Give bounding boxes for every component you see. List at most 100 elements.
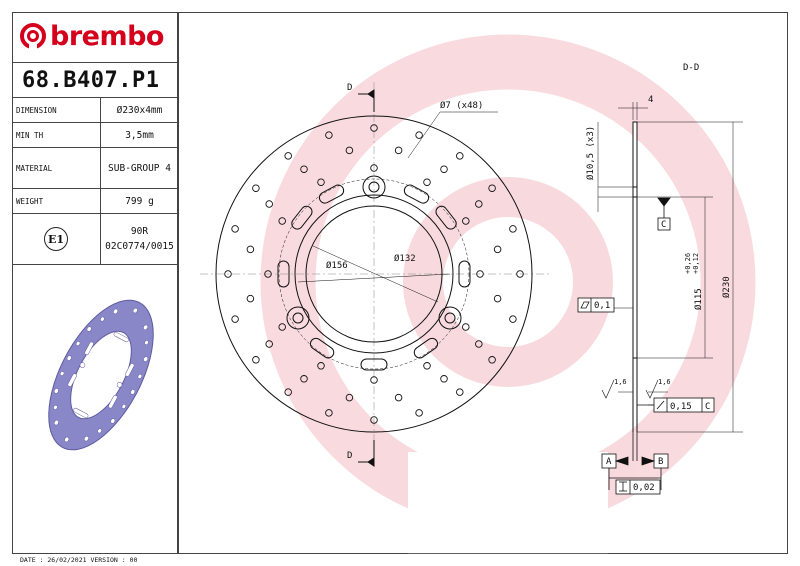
vent-hole (440, 165, 448, 173)
vent-hole (462, 217, 470, 225)
vent-hole (488, 184, 496, 192)
vent-hole (370, 376, 378, 384)
spec-row: MIN TH 3,5mm (12, 122, 178, 148)
certification-row: E1 90R 02C0774/0015 (12, 213, 178, 265)
roughness-value-2: 1,6 (658, 378, 671, 386)
vent-hole (516, 270, 524, 278)
vent-hole (278, 323, 286, 331)
roughness-value-1: 1,6 (614, 378, 627, 386)
vent-hole (224, 270, 232, 278)
vent-hole (476, 270, 484, 278)
runout-reference: C (705, 402, 710, 412)
label-holes: Ø7 (x48) (440, 100, 483, 111)
spec-value: 3,5mm (100, 122, 178, 148)
vent-hole (415, 409, 423, 417)
spec-value: SUB-GROUP 4 (100, 147, 178, 189)
watermark-logo (260, 34, 756, 554)
vent-hole (488, 356, 496, 364)
section-mark-bottom: D (347, 451, 352, 461)
vent-hole (475, 200, 483, 208)
section-mark-top: D (347, 83, 352, 93)
vent-hole (252, 184, 260, 192)
disc-section-view (632, 121, 638, 432)
technical-drawing: Ø7 (x48) Ø156 Ø132 D D D-D (200, 34, 756, 554)
part-number: 68.B407.P1 (12, 62, 178, 98)
vent-hole (231, 225, 239, 233)
vent-hole (317, 178, 325, 186)
title-block (12, 12, 178, 554)
vent-hole (475, 340, 483, 348)
section-marks (358, 89, 375, 467)
drawing-frame (178, 12, 788, 554)
disc-3d-thumbnail (48, 299, 154, 451)
spec-row: WEIGHT 799 g (12, 188, 178, 214)
vent-hole (284, 388, 292, 396)
vent-holes (224, 124, 524, 424)
vent-hole (246, 294, 255, 303)
vent-hole (325, 131, 333, 139)
section-view-title: D-D (683, 63, 699, 73)
vent-hole (370, 164, 378, 172)
vent-hole (509, 315, 517, 323)
spec-value: Ø230x4mm (100, 98, 178, 123)
vent-hole (265, 340, 273, 348)
label-tolerance-minus: +0,12 (692, 253, 700, 274)
vent-hole (252, 356, 260, 364)
vent-hole (394, 393, 403, 402)
roughness-symbols (601, 379, 659, 399)
approval-line-2: 02C0774/0015 (105, 241, 174, 252)
vent-hole (325, 409, 333, 417)
vent-hole (415, 131, 423, 139)
label-bolt-circle: Ø115 (693, 288, 704, 310)
spec-key: MIN TH (12, 122, 101, 148)
vent-hole (370, 124, 378, 132)
datum-c-label: C (661, 220, 666, 230)
vent-hole (456, 152, 464, 160)
footer-date-version: DATE : 26/02/2021 VERSION : 00 (20, 556, 138, 564)
vent-hole (345, 146, 354, 155)
label-hole-diameter: Ø10,5 (x3) (585, 126, 596, 180)
label-tolerance-plus: +0,26 (684, 253, 692, 274)
vent-hole (284, 152, 292, 160)
datum-b-label: B (658, 457, 663, 467)
vent-hole (440, 375, 448, 383)
brembo-mark-icon (20, 23, 46, 49)
vent-hole (370, 416, 378, 424)
vent-hole (456, 388, 464, 396)
brand-name: brembo (50, 20, 164, 52)
vent-hole (300, 165, 308, 173)
disc-front-view (215, 115, 533, 433)
spec-key: DIMENSION (12, 98, 101, 123)
spec-key: MATERIAL (12, 147, 101, 189)
spec-row: MATERIAL SUB-GROUP 4 (12, 147, 178, 189)
approval-line-1: 90R (130, 226, 149, 237)
section-dimensions (597, 102, 743, 433)
vent-hole (394, 146, 403, 155)
datum-ab-boxes (601, 432, 669, 495)
label-d156: Ø156 (326, 260, 348, 271)
label-thickness: 4 (648, 95, 653, 105)
brand-logo: brembo (14, 14, 176, 58)
spec-row: DIMENSION Ø230x4mm (12, 98, 178, 123)
datum-a-label: A (606, 457, 612, 467)
vent-hole (300, 375, 308, 383)
vent-hole (509, 225, 517, 233)
vent-hole (264, 270, 272, 278)
label-outer-diameter: Ø230 (721, 276, 732, 298)
vent-hole (345, 393, 354, 402)
vent-hole (231, 315, 239, 323)
vent-hole (278, 217, 286, 225)
datum-c-box (657, 197, 671, 231)
dimension-lines (297, 111, 498, 303)
parallel-value: 0,02 (633, 483, 655, 493)
e1-badge: E1 (44, 227, 68, 251)
vent-hole (265, 200, 273, 208)
vent-hole (317, 362, 325, 370)
spec-key: WEIGHT (12, 188, 101, 214)
spec-table: DIMENSION Ø230x4mm MIN TH 3,5mm MATERIAL… (12, 98, 178, 265)
vent-hole (423, 362, 431, 370)
flatness-frame (577, 297, 615, 313)
vent-hole (246, 245, 255, 254)
centerlines (200, 82, 550, 467)
